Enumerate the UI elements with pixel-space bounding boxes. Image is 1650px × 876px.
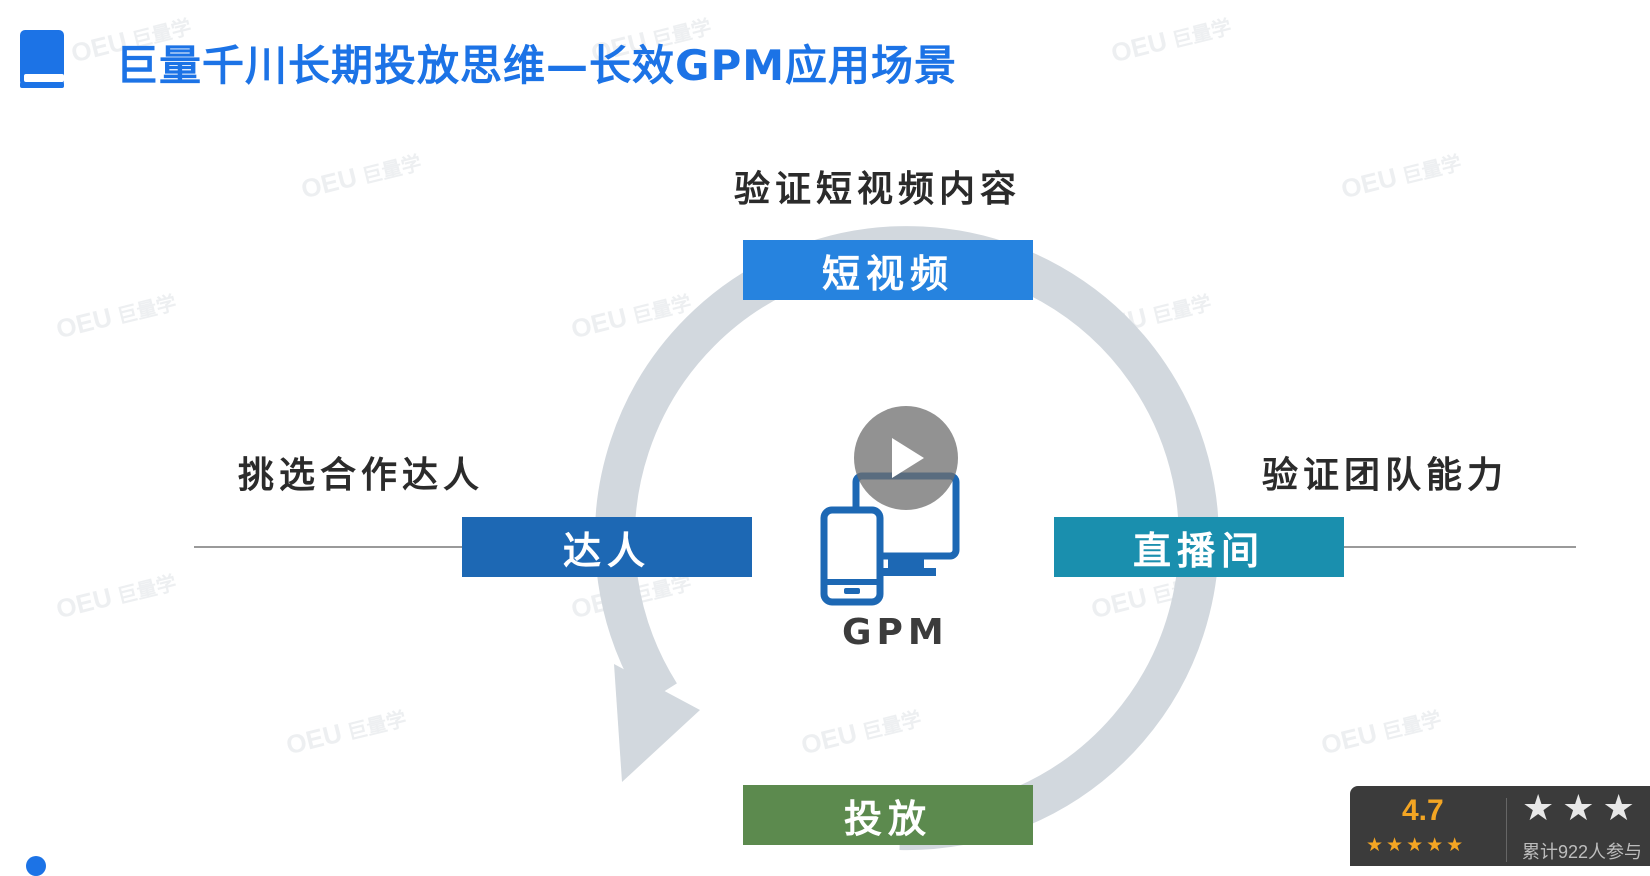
caption-left: 挑选合作达人 — [238, 455, 485, 496]
play-icon — [892, 438, 924, 478]
small-stars-icon: ★★★★★ — [1366, 834, 1467, 856]
node-short-video: 短视频 — [743, 240, 1033, 300]
caption-top: 验证短视频内容 — [734, 169, 1022, 210]
rating-participants: 累计922人参与 — [1522, 842, 1643, 862]
node-live-room: 直播间 — [1054, 517, 1344, 577]
slide-title: 巨量千川长期投放思维—长效GPM应用场景 — [116, 41, 958, 90]
rating-divider — [1506, 798, 1507, 862]
rating-score: 4.7 — [1402, 794, 1444, 827]
node-delivery: 投放 — [743, 785, 1033, 845]
rate-stars-icon[interactable]: ★★★ — [1522, 788, 1643, 829]
rating-widget: 4.7 ★★★★★ ★★★ 累计922人参与 — [1350, 786, 1650, 866]
node-influencer: 达人 — [462, 517, 752, 577]
progress-dot — [26, 856, 46, 876]
book-icon — [18, 28, 68, 96]
divider-line — [194, 546, 464, 548]
caption-right: 验证团队能力 — [1262, 455, 1509, 496]
play-button[interactable] — [854, 406, 958, 510]
divider-line — [1344, 546, 1576, 548]
gpm-label: GPM — [842, 612, 949, 653]
